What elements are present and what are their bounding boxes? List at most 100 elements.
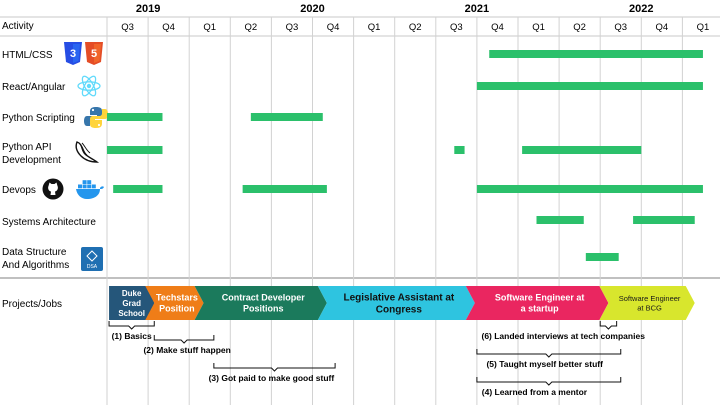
quarter-label: Q1 <box>532 22 545 33</box>
activity-bar <box>107 113 163 121</box>
projects-row: Projects/Jobs <box>2 299 62 310</box>
phase-label: Grad <box>122 299 141 308</box>
svg-text:5: 5 <box>91 48 97 60</box>
activity-label: Systems Architecture <box>2 217 96 228</box>
activity-label: Python API <box>2 142 51 153</box>
bracket-line <box>108 321 155 330</box>
phase-label: Techstars <box>156 293 198 303</box>
activity-label: Data Structure <box>2 247 67 258</box>
quarter-label: Q2 <box>573 22 586 33</box>
year-label: 2019 <box>136 3 160 15</box>
activity-row: Python API Development <box>2 141 642 166</box>
activity-bar <box>454 146 465 154</box>
annotation-bracket: (3) Got paid to make good stuff <box>209 363 336 383</box>
annotation-bracket: (5) Taught myself better stuff <box>476 349 622 369</box>
activity-bar <box>585 253 619 261</box>
annotation-label: (2) Make stuff happen <box>143 345 230 355</box>
quarter-label: Q1 <box>203 22 216 33</box>
annotation-bracket: (2) Make stuff happen <box>143 335 231 355</box>
quarter-label: Q2 <box>409 22 422 33</box>
activity-label: HTML/CSS <box>2 50 53 61</box>
activity-bar <box>489 50 703 58</box>
css3-icon: 3 <box>64 42 82 65</box>
svg-text:DSA: DSA <box>87 264 98 270</box>
activity-column-header: Activity <box>2 21 34 32</box>
bracket-line <box>476 349 622 358</box>
career-phase: Software Engineer ata startup <box>465 286 609 320</box>
annotation-label: (6) Landed interviews at tech companies <box>481 331 645 341</box>
activity-label: React/Angular <box>2 82 66 93</box>
phase-label: Position <box>159 304 195 314</box>
quarter-label: Q3 <box>614 22 627 33</box>
react-icon <box>77 75 101 97</box>
activity-row: HTML/CSS 3 5 <box>2 42 703 65</box>
html5-icon: 5 <box>85 42 103 65</box>
annotation-label: (5) Taught myself better stuff <box>486 359 603 369</box>
activity-bar <box>113 185 163 193</box>
phase-label: a startup <box>521 304 560 314</box>
activity-label: Development <box>2 155 61 166</box>
annotation-label: (4) Learned from a mentor <box>482 387 588 397</box>
career-phases: DukeGradSchoolTechstarsPositionContract … <box>109 286 695 320</box>
quarter-label: Q4 <box>327 22 340 33</box>
timeline-header: Activity <box>2 21 34 32</box>
year-label: 2020 <box>300 3 324 15</box>
docker-icon <box>76 180 104 199</box>
python-icon <box>84 107 108 128</box>
phase-label: Contract Developer <box>222 293 306 303</box>
phase-arrow <box>194 286 327 320</box>
projects-jobs-label: Projects/Jobs <box>2 299 62 310</box>
activity-bar <box>107 146 163 154</box>
year-labels: 20192020202120222023 <box>136 3 654 15</box>
activity-row: Systems Architecture <box>2 216 695 228</box>
bracket-line <box>213 363 336 372</box>
quarter-label: Q3 <box>286 22 299 33</box>
phase-arrow <box>145 286 204 320</box>
phase-label: Legislative Assistant at <box>343 293 454 304</box>
year-label: 2022 <box>629 3 653 15</box>
activity-label: And Algorithms <box>2 260 69 271</box>
phase-label: Software Engineer <box>619 294 681 303</box>
quarter-label: Q4 <box>491 22 504 33</box>
annotation-label: (1) Basics <box>112 331 152 341</box>
activity-bar <box>242 185 327 193</box>
activity-bar <box>633 216 695 224</box>
timeline-grid <box>0 16 720 405</box>
phase-arrow <box>465 286 609 320</box>
github-icon <box>42 178 64 200</box>
quarter-label: Q1 <box>697 22 710 33</box>
annotation-bracket: (4) Learned from a mentor <box>476 377 622 397</box>
phase-arrow <box>317 286 475 320</box>
phase-label: Duke <box>122 289 142 298</box>
activity-bar <box>476 185 703 193</box>
quarter-label: Q4 <box>656 22 669 33</box>
year-label: 2021 <box>465 3 489 15</box>
bracket-line <box>476 377 622 386</box>
activity-label: Python Scripting <box>2 113 75 124</box>
quarter-label: Q3 <box>450 22 463 33</box>
phase-label: School <box>118 309 145 318</box>
phase-label: Positions <box>243 304 284 314</box>
phase-arrow <box>109 286 155 320</box>
annotation-bracket: (6) Landed interviews at tech companies <box>481 321 645 341</box>
phase-label: Congress <box>376 305 423 316</box>
phase-arrow <box>599 286 695 320</box>
phase-annotations: (1) Basics (2) Make stuff happen (3) Got p… <box>108 321 645 397</box>
activity-label: Devops <box>2 185 36 196</box>
flask-icon <box>75 141 100 163</box>
annotation-bracket: (1) Basics <box>108 321 155 341</box>
svg-text:3: 3 <box>70 48 76 60</box>
activity-row: Devops <box>2 178 703 200</box>
annotation-label: (3) Got paid to make good stuff <box>209 373 335 383</box>
bracket-line <box>599 321 618 330</box>
activity-bar <box>536 216 584 224</box>
quarter-label: Q3 <box>121 22 134 33</box>
phase-label: Software Engineer at <box>495 293 585 303</box>
